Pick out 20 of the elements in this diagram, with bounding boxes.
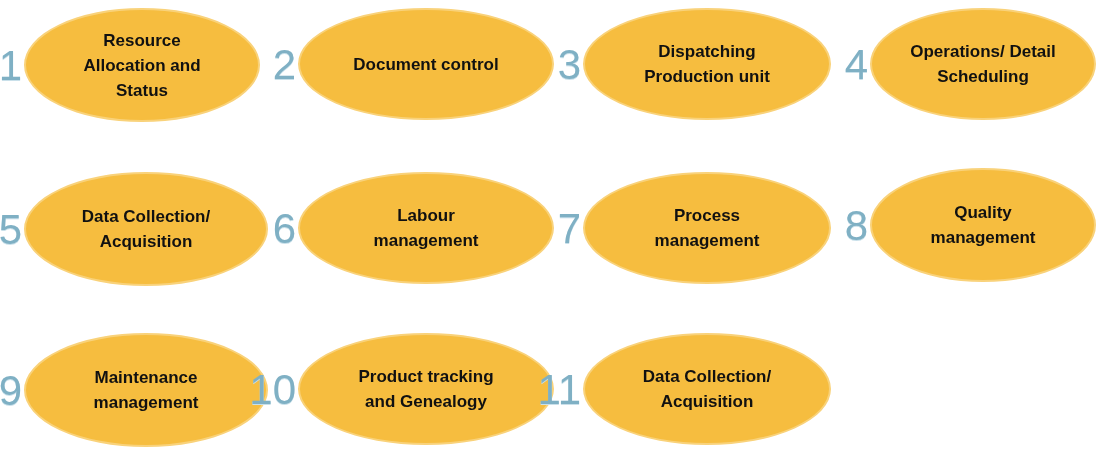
node-label: Maintenance management (92, 367, 200, 414)
node-label: Product tracking and Genealogy (357, 366, 495, 413)
node-label: Resource Allocation and Status (82, 29, 202, 102)
step-number: 5 (0, 209, 23, 251)
node-label: Document control (353, 53, 499, 76)
node-label: Process management (653, 205, 761, 252)
step-number: 1 (0, 45, 23, 87)
node-label: Quality management (929, 202, 1037, 249)
node-label: Dispatching Production unit (643, 41, 771, 88)
step-number: 6 (271, 208, 297, 250)
node-label: Labour management (372, 205, 480, 252)
step-number: 3 (556, 44, 582, 86)
step-number: 9 (0, 370, 23, 412)
step-number: 7 (556, 208, 582, 250)
step-number: 2 (271, 44, 297, 86)
node-label: Operations/ Detail Scheduling (909, 41, 1057, 88)
step-number: 8 (843, 205, 869, 247)
node-label: Data Collection/ Acquisition (641, 366, 773, 413)
step-number: 4 (843, 44, 869, 86)
node-label: Data Collection/ Acquisition (80, 206, 212, 253)
